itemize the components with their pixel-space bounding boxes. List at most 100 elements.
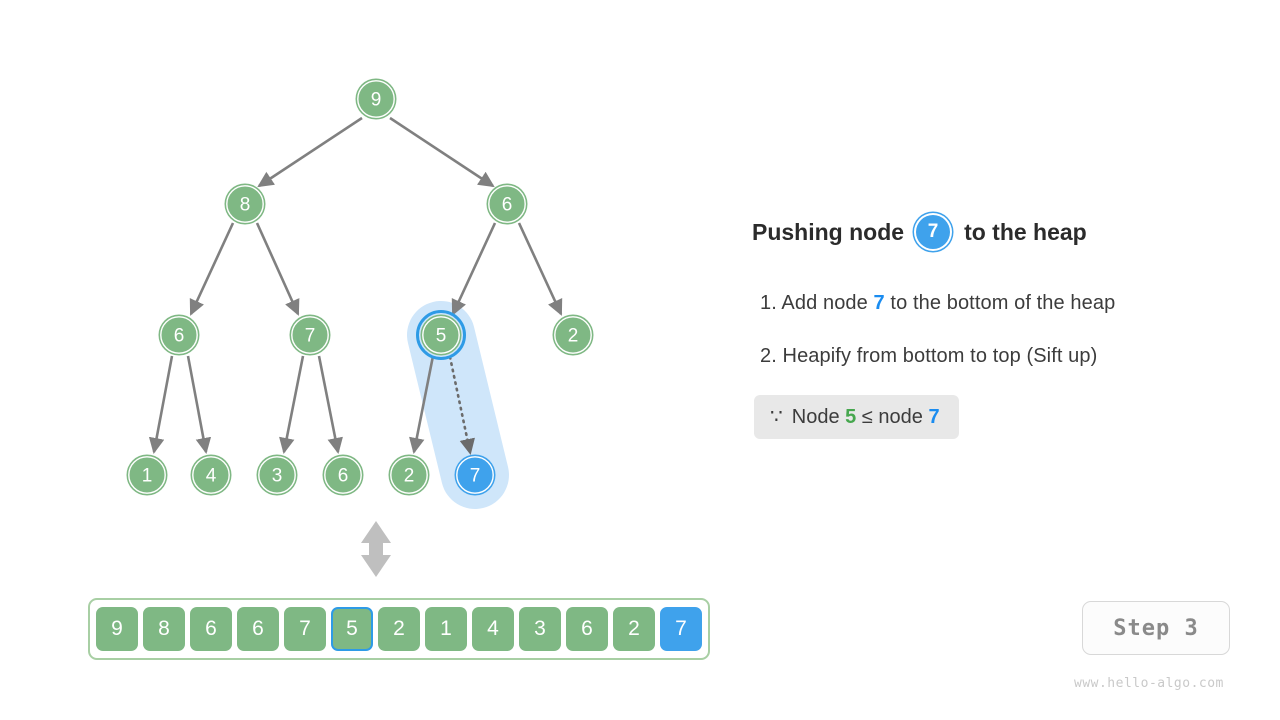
tree-node-7: 7 bbox=[289, 314, 331, 356]
step-1-value: 7 bbox=[873, 292, 885, 314]
tree-node-6: 6 bbox=[486, 183, 528, 225]
edge-7-3 bbox=[279, 355, 305, 455]
edge-9-8 bbox=[257, 116, 363, 188]
tree-edges bbox=[148, 116, 563, 455]
reason-operator: ≤ bbox=[861, 406, 873, 428]
edge-6-1 bbox=[148, 355, 174, 455]
info-panel: Pushing node 7 to the heap 1. Add node 7… bbox=[752, 0, 1272, 720]
node-label: 3 bbox=[272, 466, 283, 487]
node-circle bbox=[256, 454, 298, 496]
step-2-prefix: 2. Heapify from bottom to top (Sift up) bbox=[760, 345, 1098, 367]
array-cell-0: 9 bbox=[96, 607, 138, 651]
tree-nodes: 9 8 6 6 7 5 2 1 4 3 6 2 7 bbox=[126, 78, 594, 496]
node-inner-ring bbox=[390, 456, 428, 494]
edge-7-6 bbox=[317, 355, 343, 455]
array-cell-10: 6 bbox=[566, 607, 608, 651]
step-1-suffix: to the bottom of the heap bbox=[884, 292, 1116, 314]
node-label: 6 bbox=[338, 466, 349, 487]
node-circle bbox=[224, 183, 266, 225]
tree-node-1: 1 bbox=[126, 454, 168, 496]
reason-right-value: 7 bbox=[928, 406, 940, 428]
array-cell-2: 6 bbox=[190, 607, 232, 651]
title-pre-text: Pushing node bbox=[752, 218, 905, 245]
array-cell-1: 8 bbox=[143, 607, 185, 651]
tree-node-6: 6 bbox=[322, 454, 364, 496]
node-circle bbox=[190, 454, 232, 496]
node-inner-ring bbox=[554, 316, 592, 354]
node-inner-ring bbox=[128, 456, 166, 494]
because-symbol: ∵ bbox=[770, 406, 784, 428]
reason-mid-text: node bbox=[878, 406, 923, 428]
step-indicator: Step 3 bbox=[1082, 601, 1230, 655]
node-label: 4 bbox=[206, 466, 217, 487]
node-circle bbox=[355, 78, 397, 120]
node-label: 9 bbox=[371, 90, 382, 111]
node-circle bbox=[158, 314, 200, 356]
node-circle bbox=[552, 314, 594, 356]
node-inner-ring bbox=[488, 185, 526, 223]
tree-node-7: 7 bbox=[454, 454, 496, 496]
watermark: www.hello-algo.com bbox=[1074, 676, 1224, 691]
tree-node-6: 6 bbox=[158, 314, 200, 356]
node-label: 7 bbox=[305, 326, 316, 347]
node-circle bbox=[388, 454, 430, 496]
node-circle bbox=[454, 454, 496, 496]
step-1-prefix: 1. Add node bbox=[760, 292, 874, 314]
node-inner-ring bbox=[357, 80, 395, 118]
edge-9-6 bbox=[389, 116, 495, 188]
node-inner-ring bbox=[291, 316, 329, 354]
node-label: 5 bbox=[436, 326, 447, 347]
node-circle bbox=[322, 454, 364, 496]
page-title: Pushing node 7 to the heap bbox=[752, 213, 1087, 251]
tree-node-9: 9 bbox=[355, 78, 397, 120]
node-inner-ring bbox=[324, 456, 362, 494]
node-inner-ring bbox=[258, 456, 296, 494]
tree-array-sync-arrow bbox=[361, 521, 391, 577]
tree-node-5: 5 bbox=[416, 310, 466, 360]
node-circle bbox=[420, 314, 462, 356]
node-label: 2 bbox=[568, 326, 579, 347]
edge-6-4 bbox=[186, 355, 212, 455]
tree-node-2: 2 bbox=[388, 454, 430, 496]
binary-heap-tree: 9 8 6 6 7 5 2 1 4 3 6 2 7 bbox=[126, 78, 594, 577]
array-cell-3: 6 bbox=[237, 607, 279, 651]
array-cell-12: 7 bbox=[660, 607, 702, 651]
node-label: 2 bbox=[404, 466, 415, 487]
edge-8-6 bbox=[189, 222, 235, 316]
node-label: 7 bbox=[470, 466, 481, 487]
array-cell-7: 1 bbox=[425, 607, 467, 651]
node-inner-ring bbox=[456, 456, 494, 494]
node-inner-ring bbox=[160, 316, 198, 354]
comparison-reason-box: ∵ Node 5 ≤ node 7 bbox=[754, 395, 959, 439]
reason-pre-text: Node bbox=[791, 406, 840, 428]
title-post-text: to the heap bbox=[964, 218, 1087, 245]
instruction-step-2: 2. Heapify from bottom to top (Sift up) bbox=[760, 345, 1097, 368]
edge-6-2 bbox=[517, 222, 563, 316]
node-inner-ring bbox=[422, 316, 460, 354]
sift-up-highlight-capsule bbox=[407, 301, 509, 509]
node-label: 6 bbox=[502, 195, 513, 216]
array-cell-6: 2 bbox=[378, 607, 420, 651]
node-circle bbox=[289, 314, 331, 356]
array-cell-8: 4 bbox=[472, 607, 514, 651]
node-inner-ring bbox=[192, 456, 230, 494]
array-cell-4: 7 bbox=[284, 607, 326, 651]
edge-6-5 bbox=[451, 222, 497, 316]
array-cell-9: 3 bbox=[519, 607, 561, 651]
array-cell-5: 5 bbox=[331, 607, 373, 651]
node-label: 6 bbox=[174, 326, 185, 347]
node-selection-ring bbox=[416, 310, 466, 360]
tree-node-2: 2 bbox=[552, 314, 594, 356]
tree-node-8: 8 bbox=[224, 183, 266, 225]
node-circle bbox=[126, 454, 168, 496]
node-circle bbox=[486, 183, 528, 225]
node-inner-ring bbox=[226, 185, 264, 223]
instruction-step-1: 1. Add node 7 to the bottom of the heap bbox=[760, 292, 1115, 315]
reason-left-value: 5 bbox=[845, 406, 857, 428]
pushed-node-badge: 7 bbox=[914, 213, 953, 251]
node-label: 8 bbox=[240, 195, 251, 216]
edge-8-7 bbox=[255, 222, 300, 316]
tree-node-4: 4 bbox=[190, 454, 232, 496]
tree-node-3: 3 bbox=[256, 454, 298, 496]
